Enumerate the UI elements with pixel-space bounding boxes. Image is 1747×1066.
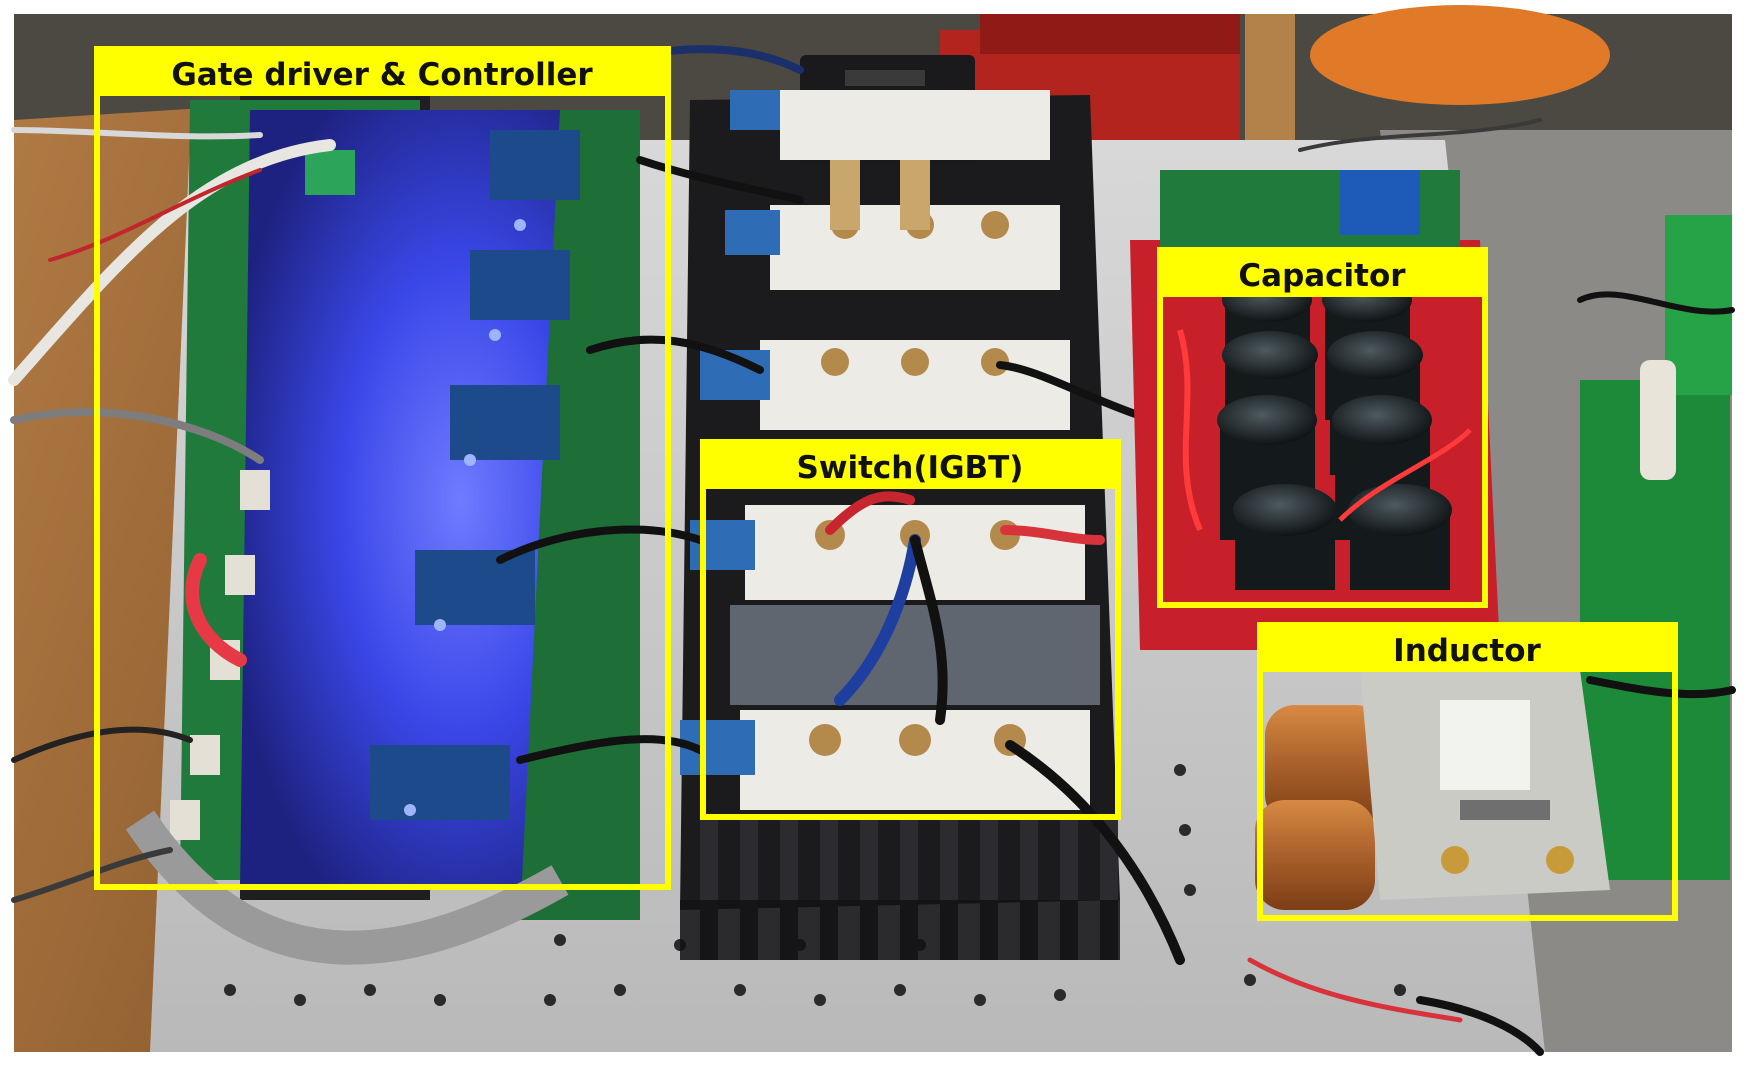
current-sensor-label bbox=[845, 70, 925, 86]
capacitor-red-wire bbox=[1177, 329, 1203, 532]
capacitor-red-wire-2 bbox=[1338, 428, 1472, 522]
terminal-block-green bbox=[305, 150, 355, 195]
white-tube bbox=[1640, 360, 1676, 480]
capacitor-label-bg bbox=[1160, 250, 1485, 297]
gate-driver-label: Gate driver & Controller bbox=[171, 57, 593, 93]
left-wires bbox=[8, 127, 336, 903]
switch-label-bg bbox=[703, 442, 1118, 489]
heatsink-base bbox=[680, 900, 1120, 960]
blue-leds bbox=[404, 219, 526, 816]
busbars bbox=[830, 160, 930, 230]
gate-driver-label-bg bbox=[97, 49, 668, 96]
inductor-coil-top bbox=[1265, 705, 1385, 825]
red-box-top bbox=[980, 14, 1240, 54]
annotation-capacitor: Capacitor bbox=[1157, 247, 1488, 608]
annotation-inductor: Inductor bbox=[1257, 622, 1678, 921]
thermal-paste bbox=[730, 605, 1100, 705]
inductor-label: Inductor bbox=[1393, 633, 1541, 669]
ribbon-cable bbox=[125, 810, 569, 965]
capacitor-label: Capacitor bbox=[1238, 258, 1406, 294]
inductor-nameplate bbox=[1440, 700, 1530, 790]
right-wires bbox=[1247, 118, 1736, 1056]
electrolytic-capacitors bbox=[1217, 278, 1452, 590]
inductor-coil-bottom bbox=[1255, 800, 1375, 910]
heatsink bbox=[680, 95, 1120, 910]
switch-label: Switch(IGBT) bbox=[797, 450, 1024, 486]
orange-spool bbox=[1310, 5, 1610, 105]
inductor-label-bg bbox=[1260, 625, 1675, 672]
annotation-gate-driver: Gate driver & Controller bbox=[94, 46, 671, 890]
igbt-modules bbox=[740, 90, 1090, 810]
igbt-driver-boards bbox=[680, 90, 780, 775]
wooden-post bbox=[1245, 14, 1295, 164]
relay-blue bbox=[1340, 170, 1420, 235]
inductor-screws bbox=[1441, 846, 1574, 874]
gate-driver-boards bbox=[370, 130, 580, 820]
annotation-switch: Switch(IGBT) bbox=[700, 439, 1121, 820]
switch-wires bbox=[496, 45, 1204, 965]
inductor-slot bbox=[1460, 800, 1550, 820]
